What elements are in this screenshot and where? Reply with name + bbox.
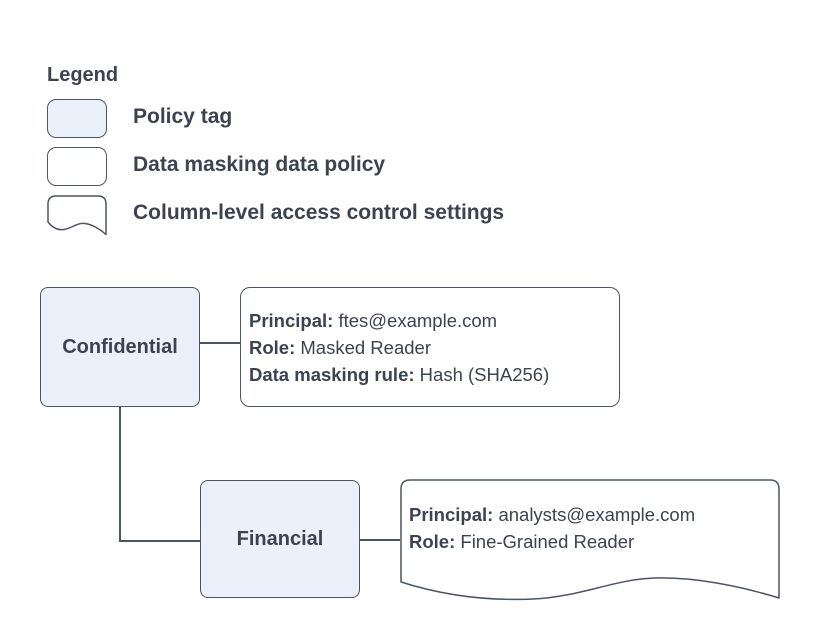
connector-confidential-to-financial-horizontal — [119, 540, 201, 542]
policy-role-line: Role: Masked Reader — [249, 334, 619, 361]
policy-role-label: Role: — [249, 336, 296, 358]
policy-role-value: Masked Reader — [300, 336, 431, 358]
settings-principal-value: analysts@example.com — [498, 504, 696, 525]
settings-role-value: Fine-Grained Reader — [460, 531, 635, 552]
connector-confidential-to-policy — [200, 342, 240, 344]
legend-label-policy-tag: Policy tag — [133, 105, 233, 128]
policy-tag-confidential: Confidential — [40, 287, 200, 407]
policy-tag-swatch — [47, 99, 107, 138]
policy-rule-line: Data masking rule: Hash (SHA256) — [249, 361, 619, 388]
policy-tag-confidential-label: Confidential — [62, 335, 178, 358]
settings-role-label: Role: — [409, 531, 456, 552]
document-shape — [400, 479, 780, 601]
settings-principal-line: Principal: analysts@example.com — [409, 501, 695, 528]
policy-principal-value: ftes@example.com — [338, 309, 498, 331]
settings-role-line: Role: Fine-Grained Reader — [409, 528, 695, 555]
data-masking-policy-box: Principal: ftes@example.com Role: Masked… — [240, 287, 620, 407]
policy-tag-financial-label: Financial — [236, 527, 324, 550]
legend-label-data-masking-policy: Data masking data policy — [133, 153, 386, 176]
policy-principal-label: Principal: — [249, 309, 334, 331]
policy-tag-financial: Financial — [200, 480, 360, 598]
connector-confidential-to-financial-vertical — [119, 406, 121, 542]
policy-rule-value: Hash (SHA256) — [419, 363, 550, 385]
column-access-settings-box — [400, 479, 780, 605]
settings-principal-label: Principal: — [409, 504, 494, 525]
connector-financial-to-settings — [360, 539, 400, 541]
legend-label-column-access-settings: Column-level access control settings — [133, 201, 505, 224]
document-shape-icon — [47, 195, 107, 236]
policy-rule-label: Data masking rule: — [249, 363, 415, 385]
legend-title: Legend — [47, 64, 119, 86]
column-access-settings-text: Principal: analysts@example.com Role: Fi… — [409, 501, 695, 555]
policy-principal-line: Principal: ftes@example.com — [249, 307, 619, 334]
column-access-settings-swatch — [47, 195, 107, 237]
data-masking-policy-swatch — [47, 147, 107, 186]
